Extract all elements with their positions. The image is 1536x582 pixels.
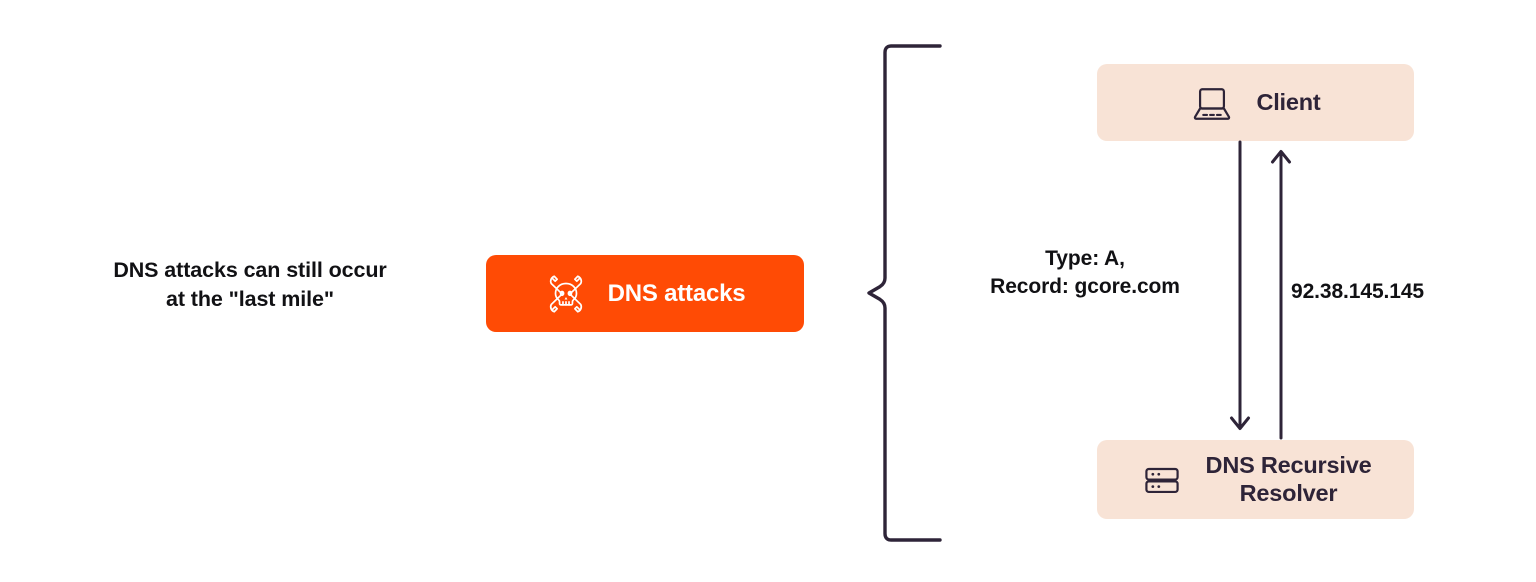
answer-arrow-up (1271, 150, 1291, 440)
dns-attacks-badge-label: DNS attacks (607, 279, 746, 307)
query-label: Type: A, Record: gcore.com (990, 247, 1180, 298)
node-dns-recursive-resolver: DNS Recursive Resolver (1097, 440, 1414, 519)
node-client-label: Client (1256, 88, 1321, 115)
answer-label: 92.38.145.145 (1291, 280, 1424, 303)
dns-attacks-badge: DNS attacks (486, 255, 804, 332)
query-arrow-down (1230, 140, 1250, 430)
skull-crossed-wrenches-icon (545, 273, 587, 315)
flow-arrows (1205, 140, 1335, 440)
server-rack-icon (1140, 458, 1184, 502)
caption-text: DNS attacks can still occur at the "last… (113, 258, 387, 311)
laptop-icon (1190, 81, 1234, 125)
node-dns-recursive-resolver-label: DNS Recursive Resolver (1205, 452, 1372, 506)
left-curly-brace (858, 30, 958, 560)
node-client: Client (1097, 64, 1414, 141)
